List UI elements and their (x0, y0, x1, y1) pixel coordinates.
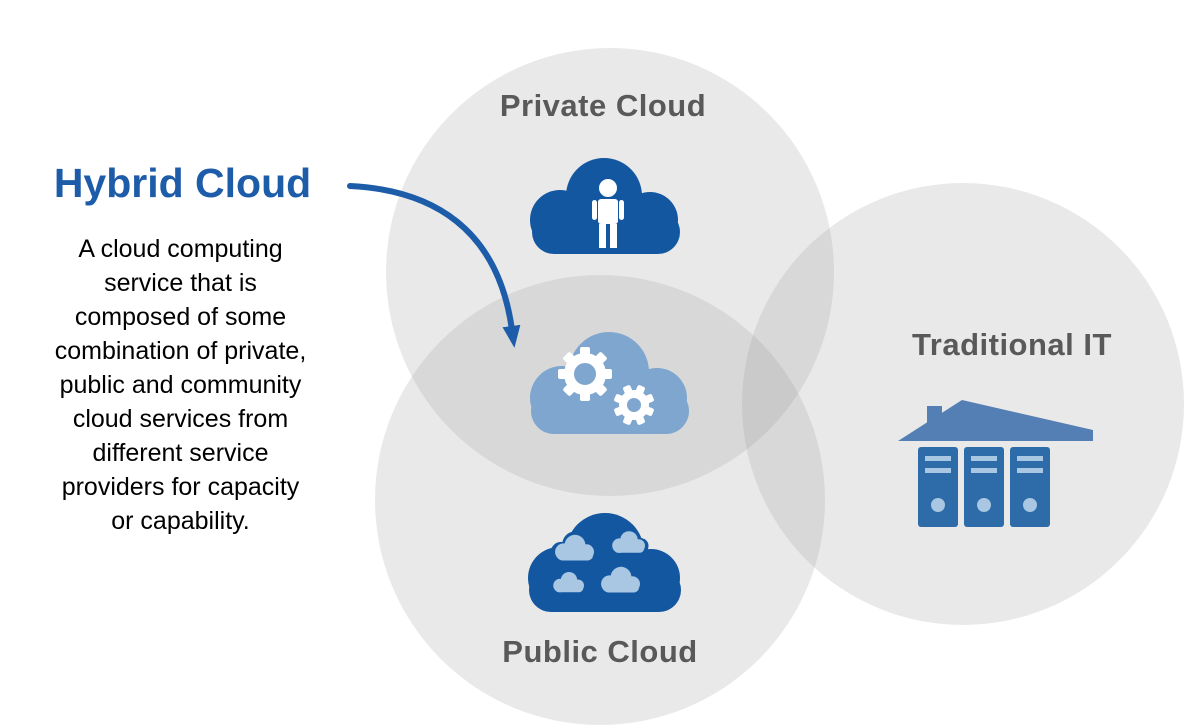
person-icon (592, 179, 624, 248)
description-line: cloud services from (72, 405, 289, 433)
cloud-with-person-icon (530, 158, 680, 254)
public-cloud-circle (375, 275, 825, 725)
hybrid-cloud-title: Hybrid Cloud (53, 160, 312, 206)
hybrid-cloud-description: A cloud computing service that is compos… (8, 232, 353, 538)
description-line: providers for capacity (61, 473, 300, 501)
server-tower-icon (1010, 447, 1050, 527)
gear-icon (614, 385, 654, 425)
public-cloud-label: Public Cloud (502, 634, 698, 669)
description-line: or capability. (111, 507, 250, 535)
private-cloud-label: Private Cloud (499, 88, 707, 123)
description-line: composed of some (74, 303, 287, 331)
server-tower-icon (964, 447, 1004, 527)
server-tower-icon (918, 447, 958, 527)
description-line: service that is (104, 269, 257, 297)
hybrid-arrow (347, 183, 521, 348)
cloud-of-clouds-icon (528, 513, 681, 612)
roof-icon (898, 400, 1093, 441)
private-cloud-circle (386, 48, 834, 496)
description-line: A cloud computing (78, 235, 283, 263)
traditional-it-label: Traditional IT (912, 327, 1112, 362)
description-line: different service (92, 439, 269, 467)
description-line: combination of private, (54, 337, 307, 365)
cloud-with-gears-icon (530, 332, 689, 434)
gear-icon (558, 347, 612, 401)
server-towers-with-roof-icon (898, 400, 1093, 527)
server-details (925, 456, 1043, 512)
description-line: public and community (59, 371, 302, 399)
